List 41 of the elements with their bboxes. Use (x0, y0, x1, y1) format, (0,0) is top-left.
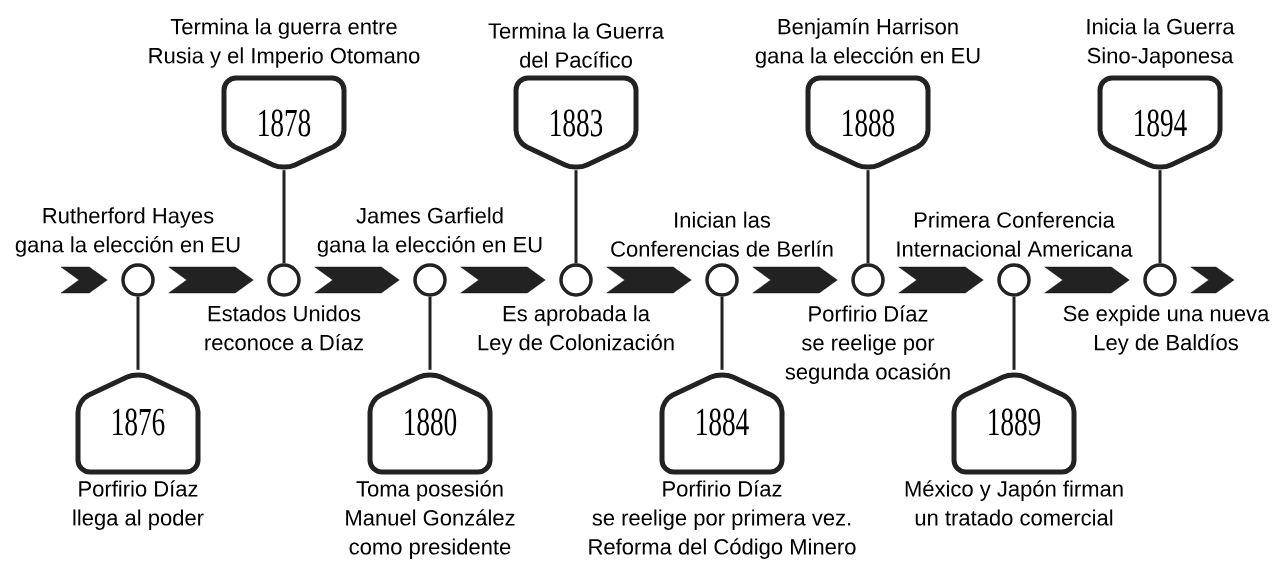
event-text: México y Japón firman un tratado comercial (905, 480, 1123, 526)
chevron-arrow (168, 266, 254, 294)
event-text: Porfirio Díaz llega al poder (73, 480, 204, 530)
event-text: Se expide una nueva Ley de Baldíos (1063, 305, 1270, 355)
year-badge: 1883 (513, 75, 639, 170)
year-badge: 1880 (367, 372, 493, 475)
event-text: James Garfield gana la elección en EU (317, 207, 542, 257)
chevron-arrow (1044, 266, 1130, 294)
chevron-arrow (898, 266, 984, 294)
year-badge: 1878 (221, 75, 347, 170)
chevron-arrow (460, 266, 546, 294)
event-text: Porfirio Díaz se reelige por primera vez. Reforma del Código Minero (589, 480, 856, 559)
event-text: Benjamín Harrison gana la elección en EU (755, 18, 980, 68)
chevron-arrow (606, 266, 692, 294)
connector-line (574, 170, 578, 264)
event-text: Rutherford Hayes gana la elección en EU (15, 207, 240, 257)
connector-line (866, 170, 870, 264)
connector-line (1158, 170, 1162, 264)
event-text: Porfirio Díaz se reelige por segunda ocasión (785, 305, 950, 384)
chevron-arrow (1190, 266, 1235, 294)
event-text: Estados Unidos reconoce a Díaz (205, 305, 363, 351)
event-text: Inicia la Guerra Sino-Japonesa (1087, 18, 1235, 68)
event-text: Termina la guerra entre Rusia y el Imperio Otomano (149, 18, 420, 68)
event-text: Inician las Conferencias de Berlín (611, 211, 833, 257)
event-text: Termina la Guerra del Pacífico (488, 22, 664, 68)
year-badge: 1884 (659, 372, 785, 475)
chevron-arrow (60, 266, 108, 294)
connector-line (136, 296, 140, 370)
connector-line (1012, 296, 1016, 370)
year-badge: 1889 (951, 372, 1077, 475)
connector-line (720, 296, 724, 370)
chevron-arrow (314, 266, 400, 294)
chevron-arrow (752, 266, 838, 294)
event-text: Toma posesión Manuel González como presidente (346, 480, 515, 559)
connector-line (282, 170, 286, 264)
event-text: Primera Conferencia Internacional Americana (897, 211, 1133, 257)
year-badge: 1888 (805, 75, 931, 170)
event-text: Es aprobada la Ley de Colonización (478, 305, 674, 355)
connector-line (428, 296, 432, 370)
year-badge: 1876 (75, 372, 201, 475)
year-badge: 1894 (1097, 75, 1223, 170)
